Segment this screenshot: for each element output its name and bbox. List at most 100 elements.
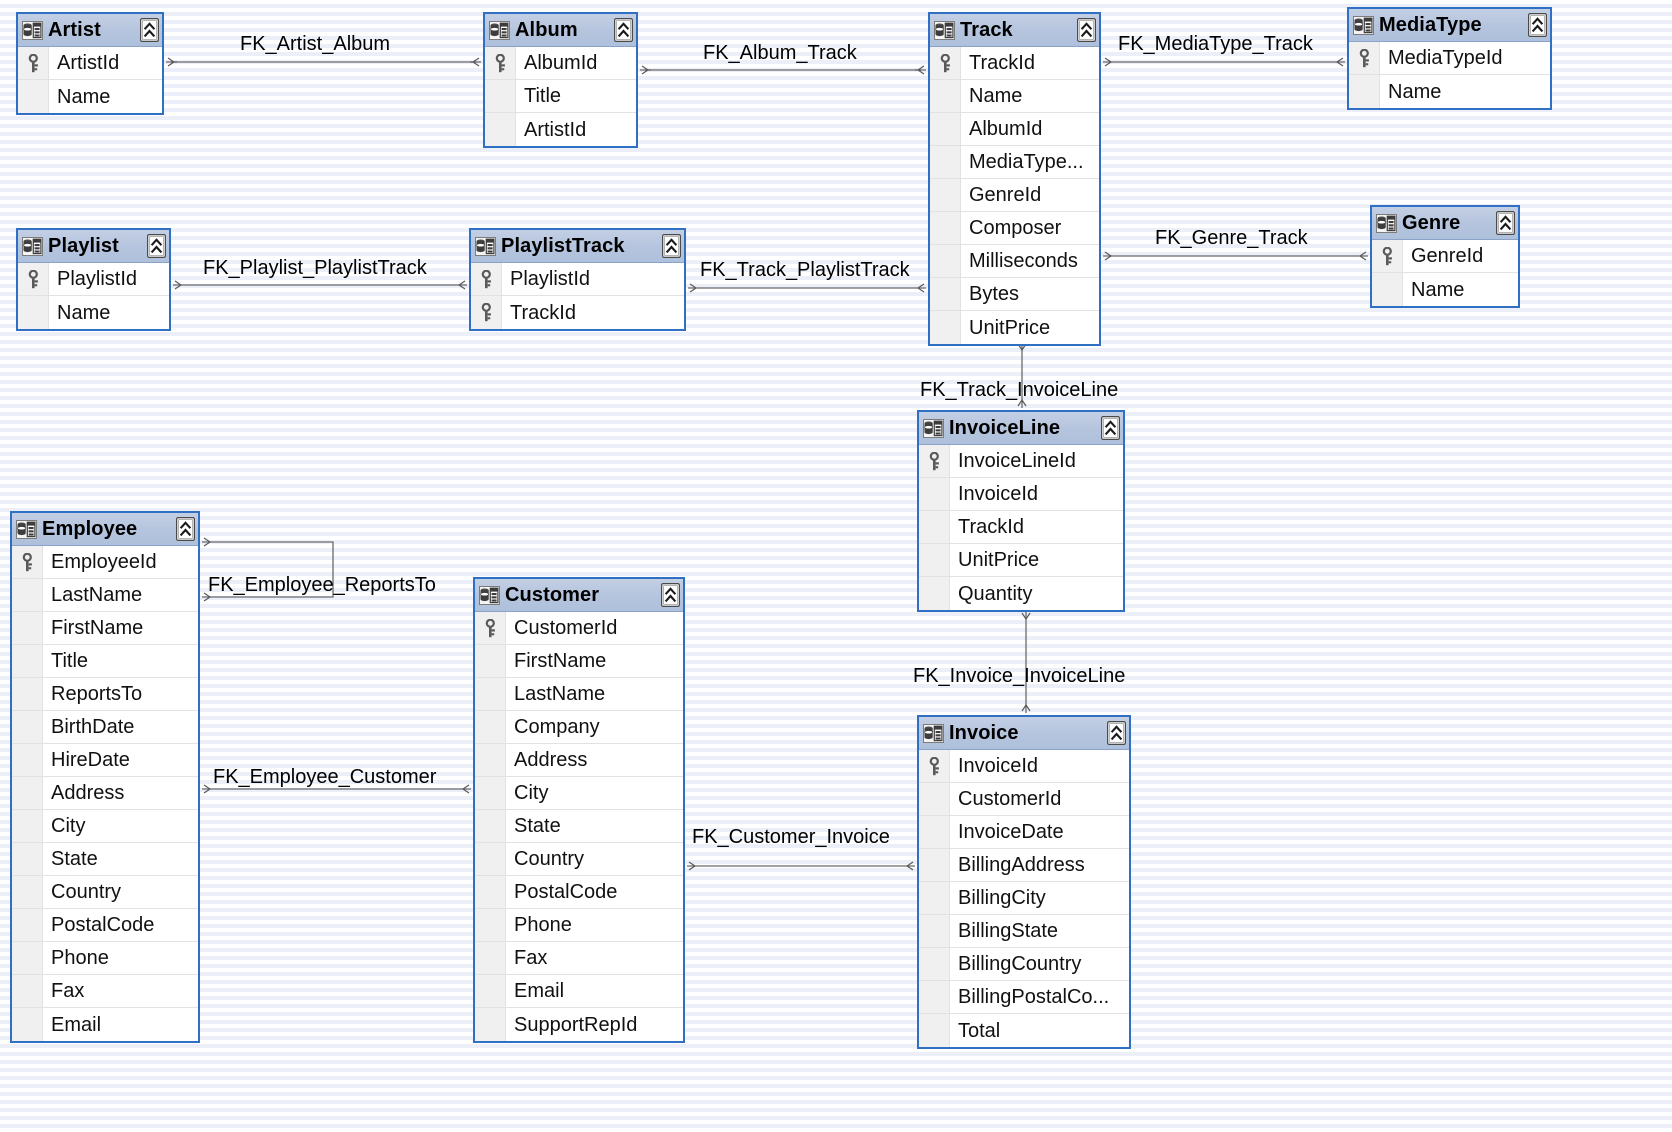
column-row[interactable]: Bytes [930,278,1099,311]
column-row[interactable]: Composer [930,212,1099,245]
column-row[interactable]: BillingPostalCo... [919,981,1129,1014]
column-row[interactable]: UnitPrice [930,311,1099,344]
collapse-chevrons-icon[interactable] [1496,211,1515,235]
column-row[interactable]: Name [1372,273,1518,306]
column-row[interactable]: InvoiceId [919,478,1123,511]
column-row[interactable]: AlbumId [485,47,636,80]
column-row[interactable]: CustomerId [475,612,683,645]
column-row[interactable]: Name [18,296,169,329]
column-row[interactable]: Address [12,777,198,810]
fk-label-fk_playlist_playlisttrack[interactable]: FK_Playlist_PlaylistTrack [203,257,427,279]
fk-label-fk_employee_reportsto[interactable]: FK_Employee_ReportsTo [208,574,436,596]
column-row[interactable]: Name [1349,75,1550,108]
table-header-employee[interactable]: Employee [12,513,198,546]
column-row[interactable]: ArtistId [18,47,162,80]
column-row[interactable]: Name [930,80,1099,113]
column-row[interactable]: LastName [475,678,683,711]
column-row[interactable]: Name [18,80,162,113]
table-header-album[interactable]: Album [485,14,636,47]
column-row[interactable]: City [475,777,683,810]
column-row[interactable]: Title [485,80,636,113]
column-row[interactable]: Fax [475,942,683,975]
table-header-mediatype[interactable]: MediaType [1349,9,1550,42]
table-header-playlist[interactable]: Playlist [18,230,169,263]
table-header-genre[interactable]: Genre [1372,207,1518,240]
column-row[interactable]: Country [12,876,198,909]
column-row[interactable]: InvoiceLineId [919,445,1123,478]
collapse-chevrons-icon[interactable] [1101,416,1120,440]
column-row[interactable]: BillingState [919,915,1129,948]
fk-label-fk_album_track[interactable]: FK_Album_Track [703,42,857,64]
column-row[interactable]: Address [475,744,683,777]
column-row[interactable]: Total [919,1014,1129,1047]
column-row[interactable]: FirstName [12,612,198,645]
column-row[interactable]: GenreId [1372,240,1518,273]
column-row[interactable]: SupportRepId [475,1008,683,1041]
collapse-chevrons-icon[interactable] [1528,13,1547,37]
column-row[interactable]: ArtistId [485,113,636,146]
column-row[interactable]: InvoiceDate [919,816,1129,849]
column-row[interactable]: InvoiceId [919,750,1129,783]
collapse-chevrons-icon[interactable] [176,517,195,541]
column-row[interactable]: EmployeeId [12,546,198,579]
column-row[interactable]: BillingCity [919,882,1129,915]
fk-label-fk_employee_customer[interactable]: FK_Employee_Customer [213,766,437,788]
column-row[interactable]: Company [475,711,683,744]
column-row[interactable]: Phone [475,909,683,942]
column-row[interactable]: TrackId [919,511,1123,544]
column-row[interactable]: UnitPrice [919,544,1123,577]
collapse-chevrons-icon[interactable] [661,583,680,607]
column-row[interactable]: MediaType... [930,146,1099,179]
table-header-invoiceline[interactable]: InvoiceLine [919,412,1123,445]
column-row[interactable]: State [475,810,683,843]
collapse-chevrons-icon[interactable] [147,234,166,258]
fk-label-fk_track_playlisttrack[interactable]: FK_Track_PlaylistTrack [700,259,910,281]
fk-label-fk_mediatype_track[interactable]: FK_MediaType_Track [1118,33,1313,55]
table-header-track[interactable]: Track [930,14,1099,47]
fk-label-fk_customer_invoice[interactable]: FK_Customer_Invoice [692,826,890,848]
column-row[interactable]: GenreId [930,179,1099,212]
fk-label-fk_genre_track[interactable]: FK_Genre_Track [1155,227,1308,249]
collapse-chevrons-icon[interactable] [662,234,681,258]
column-row[interactable]: TrackId [471,296,684,329]
column-row[interactable]: ReportsTo [12,678,198,711]
column-row[interactable]: PostalCode [475,876,683,909]
fk-label-fk_artist_album[interactable]: FK_Artist_Album [240,33,391,55]
column-row[interactable]: PlaylistId [18,263,169,296]
column-row[interactable]: Title [12,645,198,678]
fk-label-fk_track_invoiceline[interactable]: FK_Track_InvoiceLine [920,379,1119,401]
table-header-playlisttrack[interactable]: PlaylistTrack [471,230,684,263]
column-row[interactable]: Phone [12,942,198,975]
column-row[interactable]: Country [475,843,683,876]
column-row[interactable]: HireDate [12,744,198,777]
column-row[interactable]: Quantity [919,577,1123,610]
column-row[interactable]: AlbumId [930,113,1099,146]
column-row[interactable]: LastName [12,579,198,612]
collapse-chevrons-icon[interactable] [1107,721,1126,745]
column-row[interactable]: State [12,843,198,876]
column-row[interactable]: Email [475,975,683,1008]
column-row[interactable]: Email [12,1008,198,1041]
table-header-customer[interactable]: Customer [475,579,683,612]
column-row[interactable]: PostalCode [12,909,198,942]
table-header-artist[interactable]: Artist [18,14,162,47]
column-row[interactable]: FirstName [475,645,683,678]
column-row[interactable]: PlaylistId [471,263,684,296]
column-row[interactable]: CustomerId [919,783,1129,816]
collapse-chevrons-icon[interactable] [614,18,633,42]
column-row[interactable]: TrackId [930,47,1099,80]
collapse-chevrons-icon[interactable] [140,18,159,42]
column-row[interactable]: City [12,810,198,843]
